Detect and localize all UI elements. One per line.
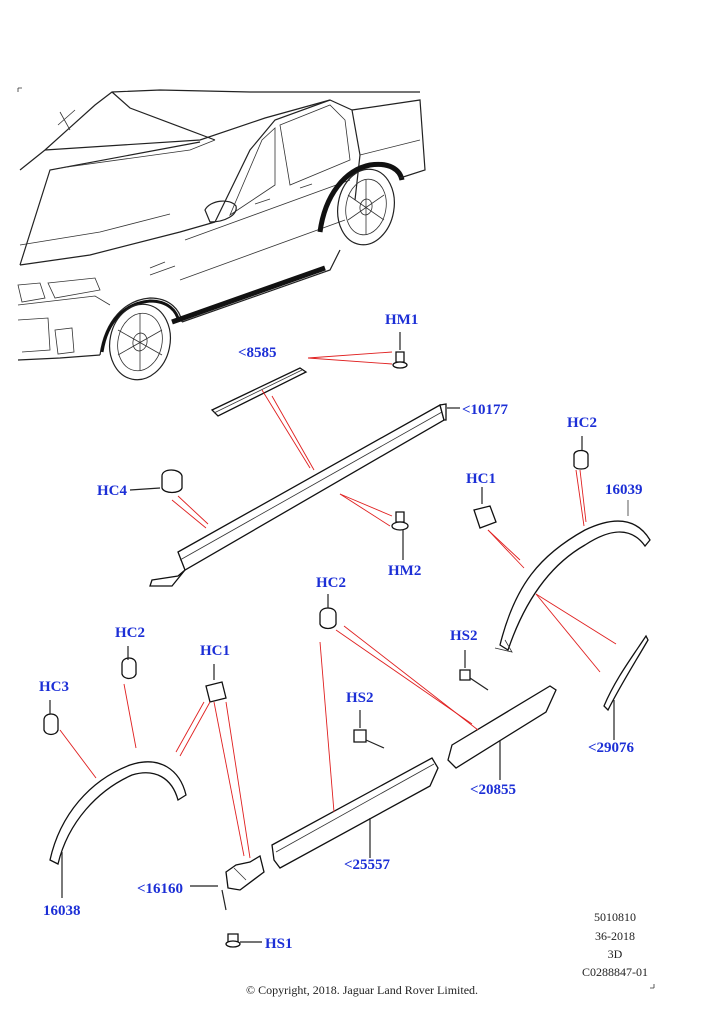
hm1-fastener <box>392 332 408 369</box>
callout-hm2: HM2 <box>388 563 422 579</box>
callout-hs2-center: HS2 <box>346 690 374 706</box>
hm2-fastener <box>391 511 409 560</box>
callout-8585: <8585 <box>238 345 277 361</box>
part-16160-bracket <box>190 854 265 911</box>
callout-10177: <10177 <box>462 402 509 418</box>
callout-hc2-top-right: HC2 <box>567 415 597 431</box>
info-line-4: C0288847-01 <box>582 965 648 979</box>
part-16039-rear-arch <box>494 500 651 653</box>
hc4-clip <box>129 469 183 494</box>
callout-hm1: HM1 <box>385 312 419 328</box>
callout-hc2-left: HC2 <box>115 625 145 641</box>
info-line-2: 36-2018 <box>595 929 635 943</box>
callout-29076: <29076 <box>588 740 635 756</box>
callout-16039: 16039 <box>605 482 643 498</box>
hc1-clip-left <box>205 664 227 703</box>
callout-20855: <20855 <box>470 782 517 798</box>
hs2-screw-center <box>353 710 385 749</box>
callout-hc1-left: HC1 <box>200 643 230 659</box>
hs2-screw-right <box>459 650 489 691</box>
hc2-clip-center <box>319 594 337 630</box>
part-10177-sill <box>149 403 460 587</box>
hc2-clip-top-right <box>573 436 589 470</box>
callout-hc2-center: HC2 <box>316 575 346 591</box>
callout-16160: <16160 <box>137 881 184 897</box>
vehicle-illustration <box>17 89 426 381</box>
info-line-3: 3D <box>607 947 623 961</box>
part-16038-front-arch <box>49 761 187 898</box>
callout-25557: <25557 <box>344 857 391 873</box>
callout-hs1: HS1 <box>265 936 293 952</box>
part-25557-sill <box>271 757 439 869</box>
part-8585-trim-strip <box>210 367 308 417</box>
hc3-clip <box>43 700 59 736</box>
part-29076-strip <box>603 634 649 740</box>
callout-hc1-right: HC1 <box>466 471 496 487</box>
corner-marks <box>17 87 655 989</box>
red-leader-lines <box>59 351 617 859</box>
info-line-1: 5010810 <box>594 910 636 924</box>
copyright-notice: © Copyright, 2018. Jaguar Land Rover Lim… <box>245 983 479 997</box>
hs1-screw <box>225 933 262 948</box>
hc2-clip-left <box>121 646 137 680</box>
callout-hs2-right: HS2 <box>450 628 478 644</box>
callout-hc3: HC3 <box>39 679 69 695</box>
callout-16038: 16038 <box>43 903 81 919</box>
callout-hc4: HC4 <box>97 483 127 499</box>
part-20855-trim <box>447 685 557 780</box>
hc1-clip-right <box>473 487 497 529</box>
